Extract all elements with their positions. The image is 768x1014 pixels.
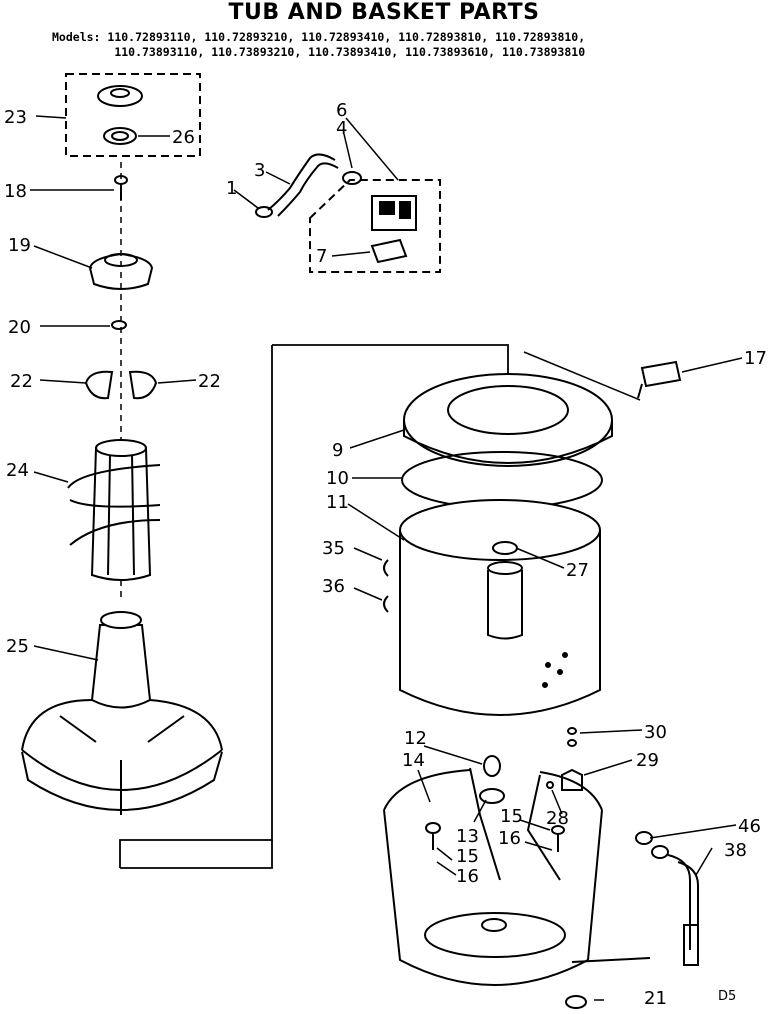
models-list: Models: 110.72893110, 110.72893210, 110.… (52, 30, 752, 60)
label-3: 3 (254, 160, 265, 181)
agitator-base-part-25 (21, 611, 223, 815)
models-line-2: 110.73893110, 110.73893210, 110.73893410… (114, 45, 586, 59)
screw-part-28 (546, 781, 554, 789)
figure-code: D5 (718, 989, 736, 1004)
kit-box-6 (309, 179, 441, 273)
bolt-part-15b (551, 825, 565, 852)
ring-part-20 (111, 320, 127, 330)
label-10: 10 (326, 468, 349, 489)
cap-part-19 (88, 252, 154, 290)
kit-box-23 (65, 73, 201, 157)
label-19: 19 (8, 235, 31, 256)
hose-part-3 (267, 153, 339, 217)
label-21: 21 (644, 988, 667, 1009)
label-11: 11 (326, 492, 349, 513)
hose-part-38 (667, 854, 699, 966)
basket-part-11 (399, 499, 601, 716)
label-6: 6 (336, 100, 347, 121)
label-35: 35 (322, 538, 345, 559)
label-12: 12 (404, 728, 427, 749)
auger-part-24 (67, 439, 161, 581)
clip-part-36 (383, 595, 389, 613)
label-30: 30 (644, 722, 667, 743)
label-25: 25 (6, 636, 29, 657)
label-20: 20 (8, 317, 31, 338)
hose-part-17 (637, 360, 682, 399)
label-29: 29 (636, 750, 659, 771)
washer-part-30 (567, 727, 577, 747)
fitting-part-29 (561, 768, 583, 791)
label-36: 36 (322, 576, 345, 597)
label-14: 14 (402, 750, 425, 771)
label-38: 38 (724, 840, 747, 861)
valve-part-6 (371, 195, 417, 231)
models-label: Models: (52, 30, 101, 44)
label-24: 24 (6, 460, 29, 481)
label-16-right: 16 (498, 828, 521, 849)
tub-part-14 (383, 767, 603, 986)
label-22-right: 22 (198, 371, 221, 392)
clamp-part-1 (255, 206, 273, 218)
label-13: 13 (456, 826, 479, 847)
label-15-left: 15 (456, 846, 479, 867)
label-28: 28 (546, 808, 569, 829)
label-46: 46 (738, 816, 761, 837)
clip-part-35 (383, 559, 389, 577)
diagram-title: TUB AND BASKET PARTS (228, 0, 540, 25)
label-22-left: 22 (10, 371, 33, 392)
seal-part-21 (565, 957, 651, 1009)
seal-part-26 (103, 127, 137, 145)
cap-part-23 (97, 85, 143, 107)
label-17: 17 (744, 348, 767, 369)
label-1: 1 (226, 178, 237, 199)
label-27: 27 (566, 560, 589, 581)
dogs-part-22 (84, 370, 158, 400)
seal-part-12 (483, 755, 501, 777)
label-23: 23 (4, 107, 27, 128)
cover-part-9 (403, 373, 613, 467)
label-15-right: 15 (500, 806, 523, 827)
label-16-left: 16 (456, 866, 479, 887)
bolt-part-18 (114, 175, 128, 200)
bolt-part-15 (425, 822, 441, 850)
gasket-part-7 (370, 238, 408, 264)
label-7: 7 (316, 246, 327, 267)
label-4: 4 (336, 118, 347, 139)
label-26: 26 (172, 127, 195, 148)
nut-part-13 (479, 788, 505, 804)
models-line-1: 110.72893110, 110.72893210, 110.72893410… (107, 30, 586, 44)
label-9: 9 (332, 440, 343, 461)
label-18: 18 (4, 181, 27, 202)
clamp-part-4 (342, 171, 362, 185)
